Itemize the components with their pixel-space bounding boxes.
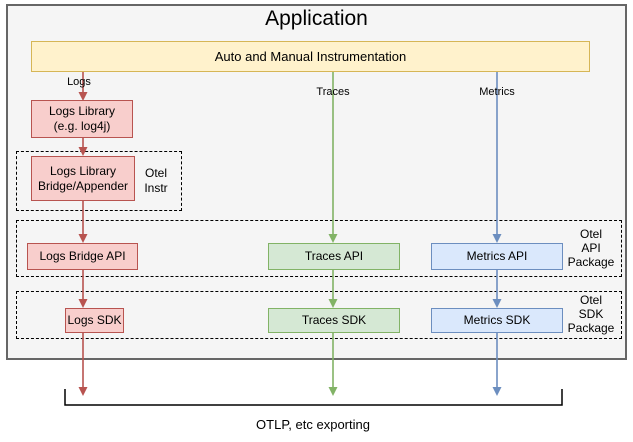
- logs-bridge-appender-line2: Bridge/Appender: [37, 178, 129, 193]
- export-label: OTLP, etc exporting: [256, 417, 370, 432]
- traces-api-box: Traces API: [268, 243, 400, 270]
- otel-api-package-group: [16, 220, 622, 277]
- logs-library-box: Logs Library (e.g. log4j): [31, 100, 133, 138]
- otel-api-package-label: Otel API Package: [565, 227, 617, 269]
- application-title: Application: [265, 7, 368, 30]
- otel-api-package-line1: Otel: [579, 227, 602, 241]
- traces-sdk-box: Traces SDK: [268, 308, 400, 333]
- logs-column-label: Logs: [67, 76, 91, 88]
- logs-sdk-box: Logs SDK: [65, 308, 124, 333]
- otel-api-package-line2: API: [581, 241, 601, 255]
- metrics-sdk-label: Metrics SDK: [463, 313, 531, 327]
- instrumentation-box: Auto and Manual Instrumentation: [31, 41, 590, 72]
- logs-library-line1: Logs Library: [48, 104, 116, 118]
- otel-instr-line1: Otel: [144, 166, 167, 180]
- otel-sdk-package-label: Otel SDK Package: [565, 293, 617, 335]
- logs-library-line2: (e.g. log4j): [53, 119, 111, 133]
- logs-bridge-api-box: Logs Bridge API: [27, 243, 138, 270]
- otel-sdk-package-line3: Package: [567, 321, 615, 335]
- metrics-api-box: Metrics API: [431, 243, 563, 270]
- otel-instr-group: [16, 151, 182, 211]
- logs-sdk-label: Logs SDK: [67, 313, 122, 327]
- metrics-api-label: Metrics API: [466, 249, 528, 263]
- logs-bridge-appender-line1: Logs Library: [49, 163, 117, 178]
- otel-instr-line2: Instr: [144, 181, 168, 195]
- logs-bridge-api-label: Logs Bridge API: [39, 249, 126, 263]
- instrumentation-label: Auto and Manual Instrumentation: [214, 49, 407, 64]
- traces-sdk-label: Traces SDK: [301, 313, 367, 327]
- otel-instr-label: Otel Instr: [133, 166, 179, 196]
- logs-bridge-appender-box: Logs Library Bridge/Appender: [31, 156, 135, 201]
- metrics-column-label: Metrics: [479, 86, 515, 98]
- metrics-sdk-box: Metrics SDK: [431, 308, 563, 333]
- traces-column-label: Traces: [316, 86, 350, 98]
- export-bracket: [64, 389, 563, 406]
- otel-sdk-package-line1: Otel: [579, 293, 602, 307]
- otel-api-package-line3: Package: [567, 255, 615, 269]
- otel-sdk-package-line2: SDK: [578, 307, 604, 321]
- traces-api-label: Traces API: [304, 249, 364, 263]
- otel-sdk-package-group: [16, 291, 622, 339]
